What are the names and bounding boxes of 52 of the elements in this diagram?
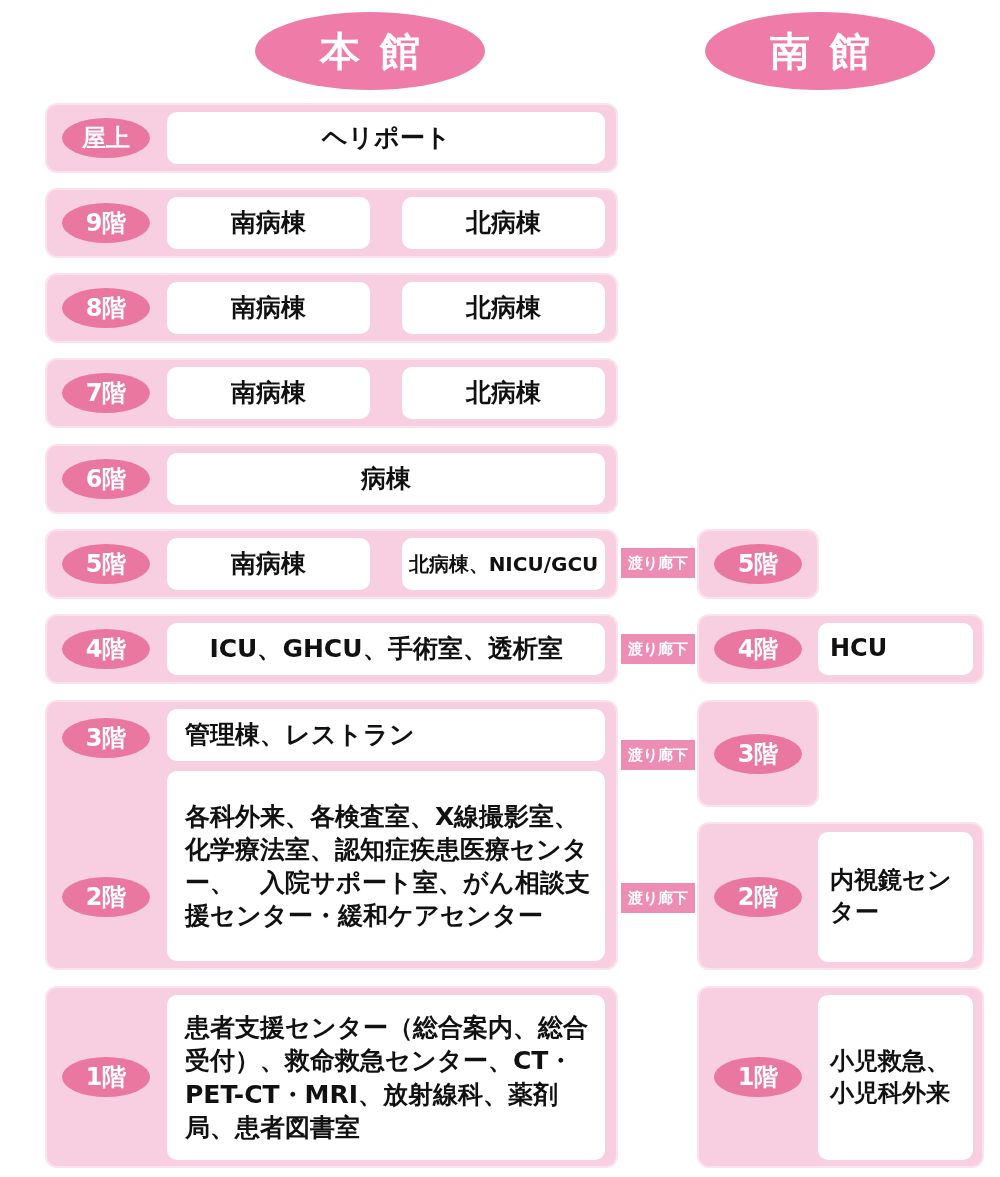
floor-label: 1階 [714, 1057, 802, 1097]
floor-label: 2階 [62, 877, 150, 917]
floor-band [45, 700, 618, 970]
area-box: 管理棟、レストラン [167, 709, 605, 761]
area-box: 内視鏡センター [818, 832, 973, 962]
area-box: ICU、GHCU、手術室、透析室 [167, 623, 605, 675]
floor-band [45, 103, 618, 173]
building-heading: 本館 [255, 12, 485, 90]
floor-band [45, 444, 618, 514]
floor-band [697, 529, 819, 599]
floor-label: 6階 [62, 459, 150, 499]
floor-label: 1階 [62, 1057, 150, 1097]
floor-label: 7階 [62, 373, 150, 413]
area-box: 南病棟 [167, 538, 370, 590]
corridor-label: 渡り廊下 [621, 883, 695, 913]
area-box: 病棟 [167, 453, 605, 505]
area-box: 南病棟 [167, 197, 370, 249]
area-box: 南病棟 [167, 282, 370, 334]
floor-band [45, 358, 618, 428]
floor-band [45, 614, 618, 684]
floor-band [45, 273, 618, 343]
floor-band [697, 700, 819, 807]
corridor-label: 渡り廊下 [621, 548, 695, 578]
floor-band [45, 986, 618, 1168]
floor-label: 4階 [62, 629, 150, 669]
building-heading: 南館 [705, 12, 935, 90]
corridor-label: 渡り廊下 [621, 634, 695, 664]
area-box: 南病棟 [167, 367, 370, 419]
area-box: 小児救急、小児科外来 [818, 995, 973, 1160]
floor-label: 9階 [62, 203, 150, 243]
area-box: 患者支援センター（総合案内、総合受付）、救命救急センター、CT・PET-CT・MRI、放射線科、薬剤局、患者図書室 [167, 995, 605, 1160]
area-box: ヘリポート [167, 112, 605, 164]
floor-label: 2階 [714, 877, 802, 917]
floor-label: 4階 [714, 629, 802, 669]
floor-band [697, 822, 984, 970]
corridor-label: 渡り廊下 [621, 740, 695, 770]
area-box: 北病棟 [402, 282, 605, 334]
area-box: HCU [818, 623, 973, 675]
area-box: 各科外来、各検査室、X線撮影室、化学療法室、認知症疾患医療センター、 入院サポート室、がん相談支援センター・緩和ケアセンター [167, 771, 605, 961]
floor-label: 5階 [714, 544, 802, 584]
floor-label: 屋上 [62, 118, 150, 158]
floor-band [697, 986, 984, 1168]
floor-band [45, 529, 618, 599]
floor-label: 3階 [714, 734, 802, 774]
area-box: 北病棟 [402, 367, 605, 419]
floor-label: 5階 [62, 544, 150, 584]
floor-band [45, 188, 618, 258]
floor-label: 3階 [62, 718, 150, 758]
area-box: 北病棟、NICU/GCU [402, 538, 605, 590]
floor-band [697, 614, 984, 684]
floor-label: 8階 [62, 288, 150, 328]
area-box: 北病棟 [402, 197, 605, 249]
